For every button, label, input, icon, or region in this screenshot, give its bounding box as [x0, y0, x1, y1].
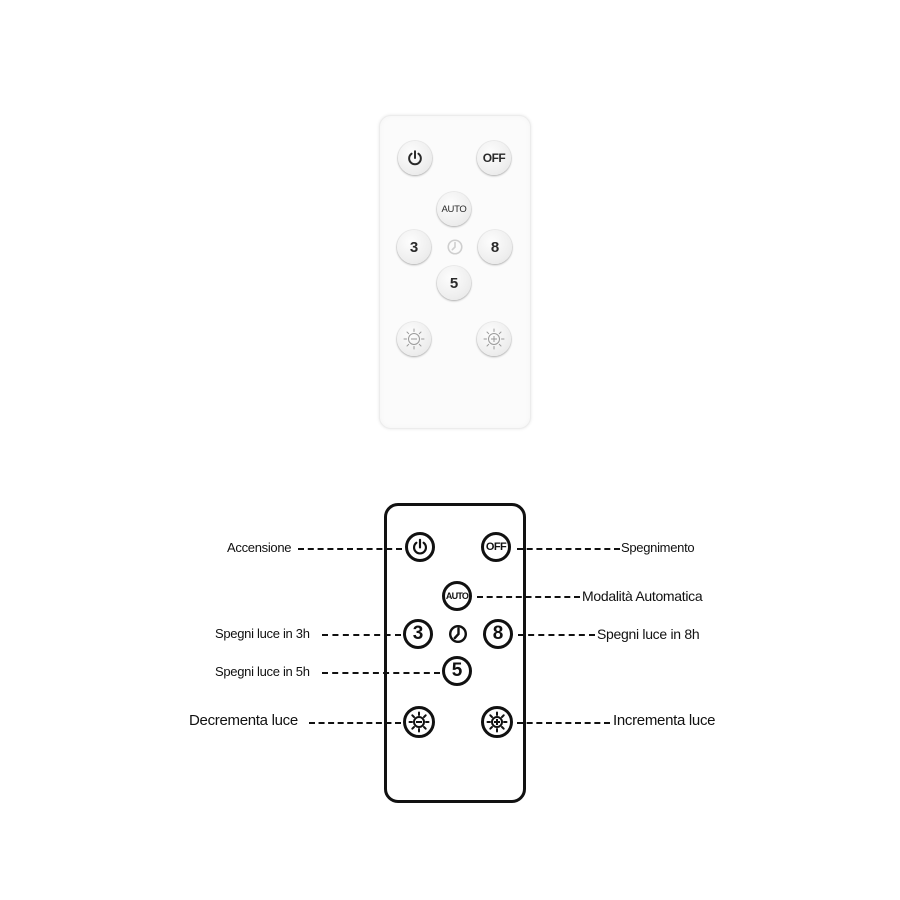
photo-off-button[interactable]: OFF — [477, 141, 511, 175]
brightness-minus-icon — [408, 711, 430, 733]
brightness-minus-icon — [403, 328, 425, 350]
remote-outline — [384, 503, 526, 803]
photo-auto-button[interactable]: AUTO — [437, 192, 471, 226]
diagram-auto-label: AUTO — [445, 591, 469, 601]
leader-off-5h — [322, 672, 440, 674]
diagram-timer-8-button[interactable]: 8 — [483, 619, 513, 649]
brightness-plus-icon — [486, 711, 508, 733]
diagram-timer-5-button[interactable]: 5 — [442, 656, 472, 686]
leader-dim-down — [309, 722, 401, 724]
label-power-on: Accensione — [227, 540, 292, 555]
clock-icon — [447, 239, 463, 255]
diagram-timer-5-label: 5 — [451, 660, 463, 681]
leader-dim-up — [517, 722, 610, 724]
diagram-dim-down-button[interactable] — [403, 706, 435, 738]
diagram-timer-8-label: 8 — [492, 623, 504, 644]
photo-timer-5-button[interactable]: 5 — [437, 266, 471, 300]
diagram-off-label: OFF — [485, 541, 507, 553]
photo-timer-3-button[interactable]: 3 — [397, 230, 431, 264]
diagram-timer-3-label: 3 — [412, 623, 424, 644]
photo-off-label: OFF — [482, 151, 506, 165]
photo-dim-up-button[interactable] — [477, 322, 511, 356]
label-dim-down: Decrementa luce — [189, 712, 298, 729]
power-icon — [413, 538, 427, 555]
diagram-auto-button[interactable]: AUTO — [442, 581, 472, 611]
label-dim-up: Incrementa luce — [613, 712, 716, 729]
photo-timer-3-label: 3 — [409, 238, 419, 256]
clock-icon — [448, 624, 468, 644]
leader-auto-mode — [477, 596, 580, 598]
photo-timer-8-label: 8 — [490, 238, 500, 256]
diagram-timer-3-button[interactable]: 3 — [403, 619, 433, 649]
label-off-3h: Spegni luce in 3h — [215, 626, 310, 641]
leader-off-3h — [322, 634, 401, 636]
label-auto-mode: Modalità Automatica — [582, 588, 703, 604]
power-icon — [408, 150, 422, 166]
leader-off-8h — [518, 634, 595, 636]
label-off-5h: Spegni luce in 5h — [215, 664, 310, 679]
label-off-8h: Spegni luce in 8h — [597, 626, 700, 642]
photo-auto-label: AUTO — [441, 203, 467, 215]
leader-power-off — [517, 548, 620, 550]
diagram-dim-up-button[interactable] — [481, 706, 513, 738]
photo-power-button[interactable] — [398, 141, 432, 175]
brightness-plus-icon — [483, 328, 505, 350]
photo-timer-8-button[interactable]: 8 — [478, 230, 512, 264]
photo-dim-down-button[interactable] — [397, 322, 431, 356]
diagram-power-button[interactable] — [405, 532, 435, 562]
photo-timer-5-label: 5 — [449, 274, 459, 292]
label-power-off: Spegnimento — [621, 540, 695, 555]
leader-power-on — [298, 548, 402, 550]
diagram-off-button[interactable]: OFF — [481, 532, 511, 562]
